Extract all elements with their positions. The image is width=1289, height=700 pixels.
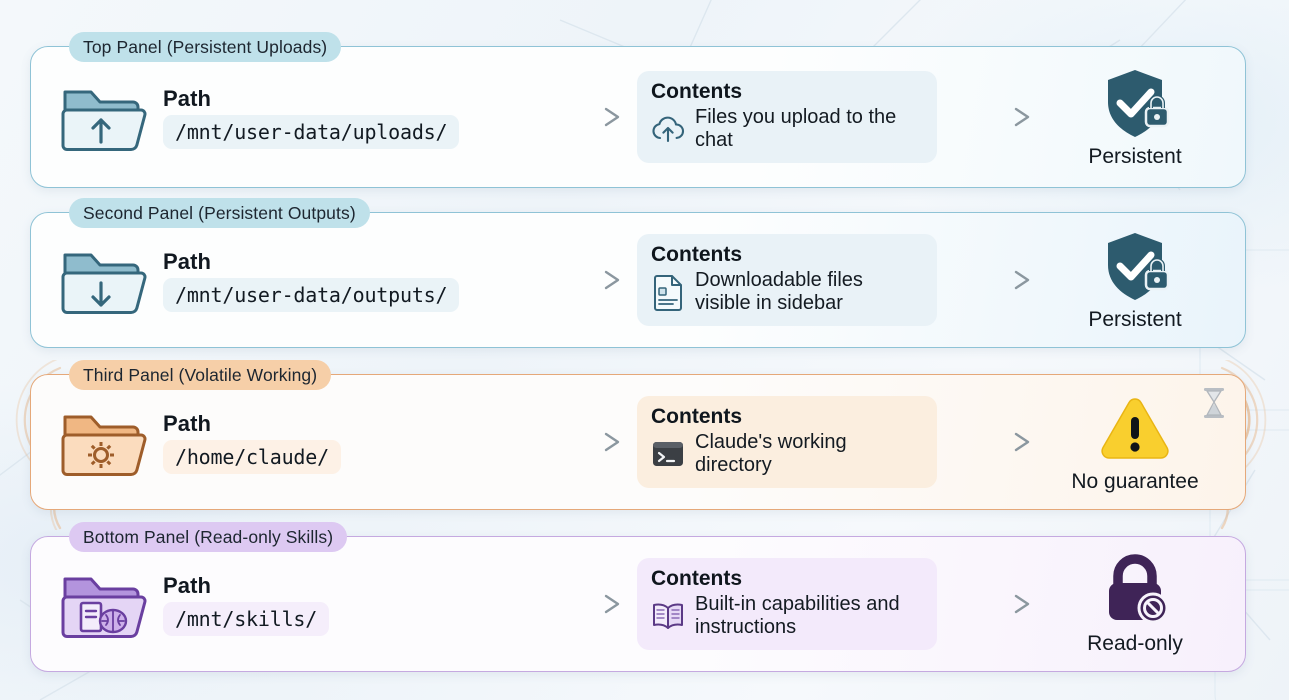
contents-section: Contents Built-in capabilities and instr…: [637, 558, 937, 650]
panel-label: Bottom Panel (Read-only Skills): [69, 522, 348, 552]
folder-book-brain-icon: [61, 577, 147, 639]
arrow-right-icon: [948, 270, 1030, 290]
status-label: Persistent: [1088, 145, 1182, 168]
flow-arrow-2: [937, 268, 1047, 292]
contents-heading: Contents: [651, 80, 742, 104]
panel-persistent-outputs[interactable]: Second Panel (Persistent Outputs) Path /…: [30, 198, 1246, 348]
panel-label: Third Panel (Volatile Working): [69, 360, 332, 390]
path-section: Path /mnt/user-data/uploads/: [57, 80, 527, 154]
path-value[interactable]: /mnt/user-data/uploads/: [163, 114, 460, 149]
path-heading: Path: [163, 85, 212, 111]
cloud-upload-icon: [652, 116, 685, 143]
folder-upload-icon: [61, 90, 147, 152]
contents-section: Contents Claude's working directory: [637, 396, 937, 488]
contents-heading: Contents: [651, 405, 742, 429]
path-heading: Path: [163, 572, 212, 598]
document-file-icon: [654, 275, 682, 311]
warning-triangle-icon: [1101, 398, 1169, 459]
status-label: No guarantee: [1071, 470, 1199, 493]
path-heading: Path: [163, 248, 212, 274]
contents-value: Downloadable files visible in sidebar: [695, 269, 863, 314]
contents-value: Claude's working directory: [695, 431, 847, 476]
status-section: Persistent: [1047, 228, 1223, 332]
open-book-icon: [653, 603, 683, 629]
panel-volatile-working[interactable]: Third Panel (Volatile Working) Path: [30, 360, 1246, 510]
contents-heading: Contents: [651, 243, 742, 267]
contents-heading: Contents: [651, 567, 742, 591]
status-section: No guarantee: [1047, 390, 1223, 494]
folder-gear-icon: [61, 415, 147, 477]
contents-section: Contents Files you upload to the chat: [637, 71, 937, 163]
contents-value: Built-in capabilities and instructions: [695, 593, 900, 638]
status-label: Persistent: [1088, 308, 1182, 331]
arrow-right-icon: [538, 270, 620, 290]
contents-section: Contents Downloadable files visible in s…: [637, 234, 937, 326]
path-section: Path /mnt/user-data/outputs/: [57, 243, 527, 317]
path-value[interactable]: /home/claude/: [163, 439, 341, 474]
status-section: Read-only: [1047, 552, 1223, 656]
panel-readonly-skills[interactable]: Bottom Panel (Read-only Skills): [30, 522, 1246, 672]
arrow-right-icon: [948, 432, 1030, 452]
shield-check-lock-icon: [1108, 70, 1170, 137]
flow-arrow-2: [937, 592, 1047, 616]
folder-download-icon: [61, 253, 147, 315]
lock-blocked-icon: [1109, 554, 1169, 624]
flow-arrow-2: [937, 430, 1047, 454]
flow-arrow-1: [527, 268, 637, 292]
path-heading: Path: [163, 410, 212, 436]
arrow-right-icon: [948, 107, 1030, 127]
panel-label: Second Panel (Persistent Outputs): [69, 198, 370, 228]
path-section: Path /home/claude/: [57, 405, 527, 479]
status-section: Persistent: [1047, 65, 1223, 169]
arrow-right-icon: [948, 594, 1030, 614]
flow-arrow-1: [527, 592, 637, 616]
path-value[interactable]: /mnt/user-data/outputs/: [163, 277, 460, 312]
panel-label: Top Panel (Persistent Uploads): [69, 32, 342, 62]
path-section: Path /mnt/skills/: [57, 567, 527, 641]
arrow-right-icon: [538, 107, 620, 127]
path-value[interactable]: /mnt/skills/: [163, 601, 330, 636]
flow-arrow-1: [527, 430, 637, 454]
arrow-right-icon: [538, 594, 620, 614]
terminal-icon: [653, 442, 683, 466]
panel-persistent-uploads[interactable]: Top Panel (Persistent Uploads) Path /mnt…: [30, 32, 1246, 188]
arrow-right-icon: [538, 432, 620, 452]
flow-arrow-2: [937, 105, 1047, 129]
status-label: Read-only: [1087, 632, 1183, 655]
flow-arrow-1: [527, 105, 637, 129]
contents-value: Files you upload to the chat: [695, 106, 897, 151]
shield-check-lock-icon: [1108, 233, 1170, 300]
